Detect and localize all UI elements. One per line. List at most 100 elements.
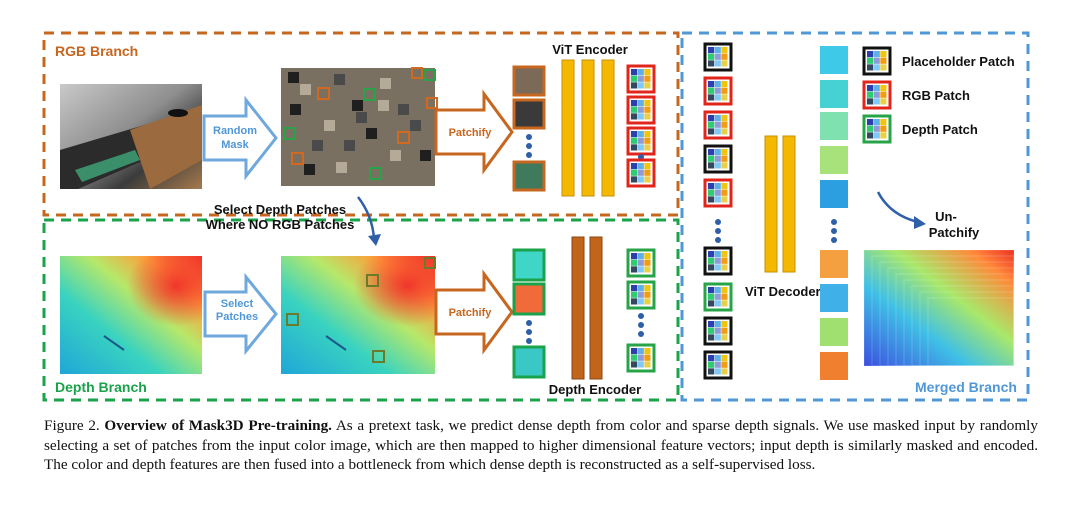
depth-step bbox=[879, 261, 1015, 367]
depth-branch-box bbox=[42, 218, 680, 402]
vit-encoder-bar-1 bbox=[561, 59, 575, 197]
depth-step bbox=[887, 267, 1015, 367]
vit-decoder-bar-2 bbox=[782, 135, 796, 273]
random-mask-arrow bbox=[202, 95, 278, 181]
decoder-token-rgb bbox=[703, 110, 733, 140]
mask-block bbox=[334, 74, 345, 85]
caption-text: As a pretext task, we predict dense dept… bbox=[44, 417, 1038, 473]
mask-block bbox=[378, 100, 389, 111]
output-patch bbox=[820, 250, 848, 278]
decoder-token-rgb bbox=[703, 178, 733, 208]
decoder-token-placeholder bbox=[703, 144, 733, 174]
output-patch bbox=[820, 180, 848, 208]
decoder-token-dots bbox=[715, 219, 721, 243]
decoder-token-placeholder bbox=[703, 246, 733, 276]
legend-rgb-label: RGB Patch bbox=[902, 88, 970, 103]
reconstructed-depth-image bbox=[863, 249, 1015, 367]
unpatchify-label-2: Patchify bbox=[929, 225, 980, 240]
depth-patch-column bbox=[512, 248, 546, 379]
figure-caption: Figure 2. Overview of Mask3D Pre-trainin… bbox=[44, 416, 1038, 475]
depth-token-dots bbox=[638, 313, 644, 337]
mask-block bbox=[300, 84, 311, 95]
legend-depth-token bbox=[862, 114, 892, 144]
depth-patchify-label: Patchify bbox=[449, 307, 493, 319]
legend-placeholder-swatch bbox=[862, 46, 892, 76]
caption-title: Overview of Mask3D Pre-training. bbox=[104, 417, 332, 434]
vit-decoder-bar-1 bbox=[764, 135, 778, 273]
masked-depth-image bbox=[281, 256, 436, 374]
depth-step bbox=[919, 291, 1015, 367]
depth-token-column bbox=[626, 248, 656, 373]
mask-block bbox=[410, 120, 421, 131]
depth-patchify-arrow bbox=[434, 269, 514, 355]
rgb-branch-label: RGB Branch bbox=[55, 43, 138, 59]
rgb-token bbox=[626, 126, 656, 156]
masked-rgb-image bbox=[281, 67, 438, 186]
decoder-token-placeholder bbox=[703, 350, 733, 380]
mask-block bbox=[288, 72, 299, 83]
depth-token bbox=[626, 248, 656, 278]
output-patch bbox=[820, 352, 848, 380]
rgb-token bbox=[626, 95, 656, 125]
mask-block bbox=[398, 104, 409, 115]
vit-encoder-bar-3 bbox=[601, 59, 615, 197]
decoder-token-placeholder bbox=[703, 42, 733, 72]
decoder-token-rgb bbox=[703, 76, 733, 106]
depth-encoder-label: Depth Encoder bbox=[549, 382, 641, 397]
decoder-token-placeholder bbox=[703, 316, 733, 346]
depth-step bbox=[871, 255, 1015, 367]
vit-encoder-label: ViT Encoder bbox=[552, 42, 628, 57]
output-patch bbox=[820, 112, 848, 140]
depth-step bbox=[927, 297, 1015, 367]
depth-input-image bbox=[60, 256, 202, 374]
depth-encoder-bar-2 bbox=[589, 236, 603, 380]
merged-branch-label: Merged Branch bbox=[915, 379, 1017, 395]
output-patch bbox=[820, 80, 848, 108]
mask-block bbox=[336, 162, 347, 173]
rgb-patchify-arrow bbox=[434, 89, 514, 175]
depth-token bbox=[626, 343, 656, 373]
decoder-token-depth bbox=[703, 282, 733, 312]
vit-encoder-bar-2 bbox=[581, 59, 595, 197]
legend-placeholder-label: Placeholder Patch bbox=[902, 54, 1015, 69]
select-patches-label-2: Patches bbox=[216, 311, 258, 323]
depth-branch-label: Depth Branch bbox=[55, 379, 147, 395]
mask-block bbox=[324, 120, 335, 131]
mask-block bbox=[390, 150, 401, 161]
unpatchify-label-1: Un- bbox=[935, 209, 957, 224]
output-patch-column bbox=[820, 46, 848, 380]
output-patch bbox=[820, 318, 848, 346]
rgb-token bbox=[626, 64, 656, 94]
unpatchify-arrowhead bbox=[914, 216, 926, 229]
legend-depth-swatch bbox=[862, 114, 892, 144]
rgb-input-image bbox=[60, 84, 202, 189]
depth-step bbox=[895, 273, 1015, 367]
mask-block bbox=[352, 100, 363, 111]
rgb-token-column bbox=[626, 64, 656, 188]
depth-step bbox=[863, 249, 1015, 367]
legend-rgb-token bbox=[862, 80, 892, 110]
unpatchify-arrow bbox=[876, 191, 919, 224]
random-mask-label-2: Mask bbox=[221, 139, 249, 151]
legend-rgb-swatch bbox=[862, 80, 892, 110]
output-patch-dots bbox=[831, 219, 837, 243]
caption-label: Figure 2. bbox=[44, 417, 100, 434]
output-patch bbox=[820, 146, 848, 174]
vit-decoder-label: ViT Decoder bbox=[745, 284, 821, 299]
decoder-token-column bbox=[703, 42, 733, 380]
mask-block bbox=[420, 150, 431, 161]
mask-block bbox=[304, 164, 315, 175]
mask-block bbox=[290, 104, 301, 115]
merged-branch-box bbox=[680, 31, 1030, 402]
depth-token bbox=[626, 280, 656, 310]
output-patch bbox=[820, 284, 848, 312]
select-depth-arrow bbox=[357, 196, 376, 239]
mask-block bbox=[380, 78, 391, 89]
mask3d-diagram: RGB Branch Depth Branch Merged Branch Ra… bbox=[42, 31, 1030, 402]
mask-block bbox=[312, 140, 323, 151]
depth-step bbox=[911, 285, 1015, 367]
legend: Placeholder Patch RGB Patch Depth Patch bbox=[862, 46, 1015, 144]
mask-block bbox=[366, 128, 377, 139]
select-depth-arrowhead bbox=[368, 234, 381, 246]
legend-depth-label: Depth Patch bbox=[902, 122, 978, 137]
